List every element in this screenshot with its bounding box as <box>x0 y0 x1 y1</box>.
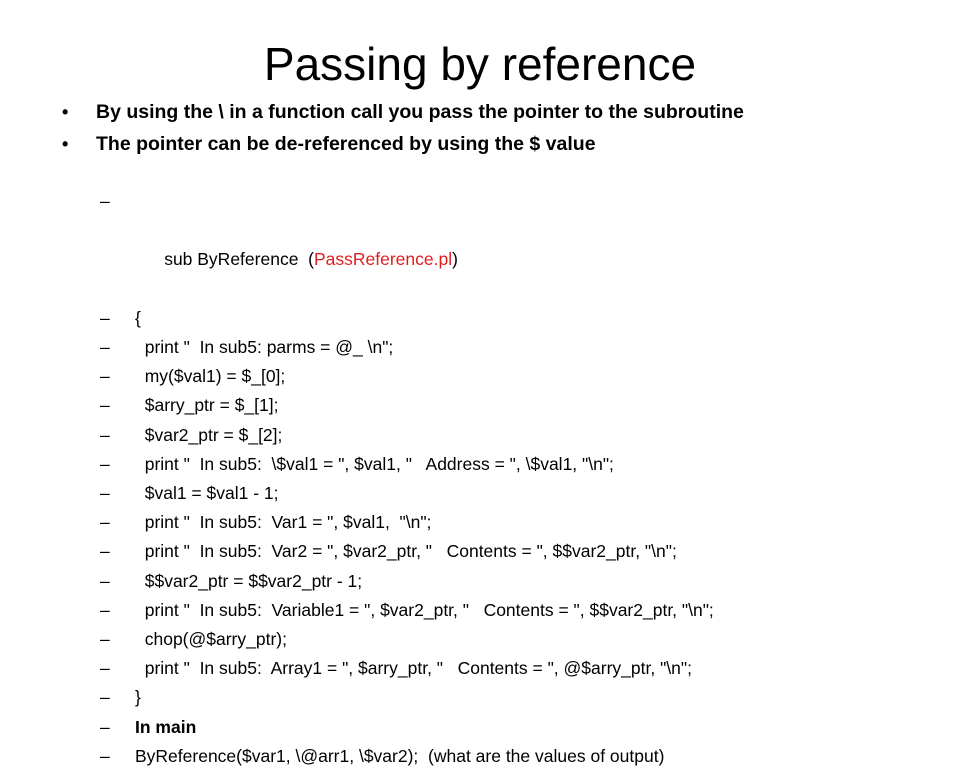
code-text: print " In sub5: Var2 = ", $var2_ptr, " … <box>135 541 677 562</box>
code-line: – print " In sub5: \$val1 = ", $val1, " … <box>100 450 950 479</box>
dash-marker: – <box>100 337 110 358</box>
code-text: chop(@$arry_ptr); <box>135 629 287 650</box>
code-line: – print " In sub5: Array1 = ", $arry_ptr… <box>100 654 950 683</box>
code-text: my($val1) = $_[0]; <box>135 366 286 387</box>
dash-marker: – <box>100 541 110 562</box>
code-line: – $val1 = $val1 - 1; <box>100 479 950 508</box>
code-text: print " In sub5: Array1 = ", $arry_ptr, … <box>135 658 692 679</box>
bullet-item: • By using the \ in a function call you … <box>62 96 942 128</box>
code-line: – $$var2_ptr = $$var2_ptr - 1; <box>100 567 950 596</box>
code-text: $arry_ptr = $_[1]; <box>135 395 279 416</box>
dash-marker: – <box>100 745 110 766</box>
code-text: $val1 = $val1 - 1; <box>135 483 279 504</box>
code-text-prefix: sub ByReference ( <box>164 249 314 270</box>
dash-marker: – <box>100 191 110 211</box>
dash-marker: – <box>100 424 110 445</box>
bullet-marker: • <box>62 102 69 122</box>
dash-marker: – <box>100 395 110 416</box>
code-line: – $arry_ptr = $_[1]; <box>100 391 950 420</box>
dash-marker: – <box>100 687 110 708</box>
code-line: – print " In sub5: Variable1 = ", $var2_… <box>100 596 950 625</box>
filename-highlight: PassReference.pl <box>313 249 453 270</box>
dash-marker: – <box>100 512 110 533</box>
slide: Passing by reference • By using the \ in… <box>62 38 942 766</box>
code-text-suffix: ) <box>452 249 458 270</box>
dash-marker: – <box>100 599 110 620</box>
code-text: print " In sub5: Variable1 = ", $var2_pt… <box>135 599 714 620</box>
code-line: –{ <box>100 304 950 333</box>
dash-marker: – <box>100 453 110 474</box>
code-text: print " In sub5: \$val1 = ", $val1, " Ad… <box>135 453 614 474</box>
slide-title: Passing by reference <box>263 38 697 90</box>
code-list: – sub ByReference (PassReference.pl) –{ … <box>100 187 950 771</box>
code-line: – chop(@$arry_ptr); <box>100 625 950 654</box>
code-line-sub-declaration: – sub ByReference (PassReference.pl) <box>100 187 950 304</box>
code-text: } <box>135 687 141 708</box>
code-line-main-label: –In main <box>100 713 950 742</box>
dash-marker: – <box>100 307 110 328</box>
bullet-text: By using the \ in a function call you pa… <box>96 101 744 123</box>
code-line: –} <box>100 683 950 712</box>
code-text: $$var2_ptr = $$var2_ptr - 1; <box>135 570 363 591</box>
dash-marker: – <box>100 658 110 679</box>
code-text: print " In sub5: parms = @_ \n"; <box>135 337 394 358</box>
dash-marker: – <box>100 716 110 737</box>
code-text: sub ByReference (PassReference.pl) <box>164 249 458 269</box>
call-text: ByReference($var1, \@arr1, \$var2); (wha… <box>135 745 665 766</box>
dash-marker: – <box>100 570 110 591</box>
dash-marker: – <box>100 366 110 387</box>
dash-marker: – <box>100 483 110 504</box>
code-line: – print " In sub5: parms = @_ \n"; <box>100 333 950 362</box>
code-line: – print " In sub5: Var2 = ", $var2_ptr, … <box>100 537 950 566</box>
dash-marker: – <box>100 629 110 650</box>
code-line-call: – ByReference($var1, \@arr1, \$var2); (wh… <box>100 742 950 771</box>
code-line: – my($val1) = $_[0]; <box>100 362 950 391</box>
bullet-item: • The pointer can be de-referenced by us… <box>62 128 942 160</box>
bullet-text: The pointer can be de-referenced by usin… <box>96 133 596 155</box>
bullet-list: • By using the \ in a function call you … <box>62 96 942 160</box>
code-text: { <box>135 307 141 328</box>
code-text: print " In sub5: Var1 = ", $val1, "\n"; <box>135 512 432 533</box>
bullet-marker: • <box>62 134 69 154</box>
code-text: $var2_ptr = $_[2]; <box>135 424 283 445</box>
code-line: – $var2_ptr = $_[2]; <box>100 421 950 450</box>
code-line: – print " In sub5: Var1 = ", $val1, "\n"… <box>100 508 950 537</box>
